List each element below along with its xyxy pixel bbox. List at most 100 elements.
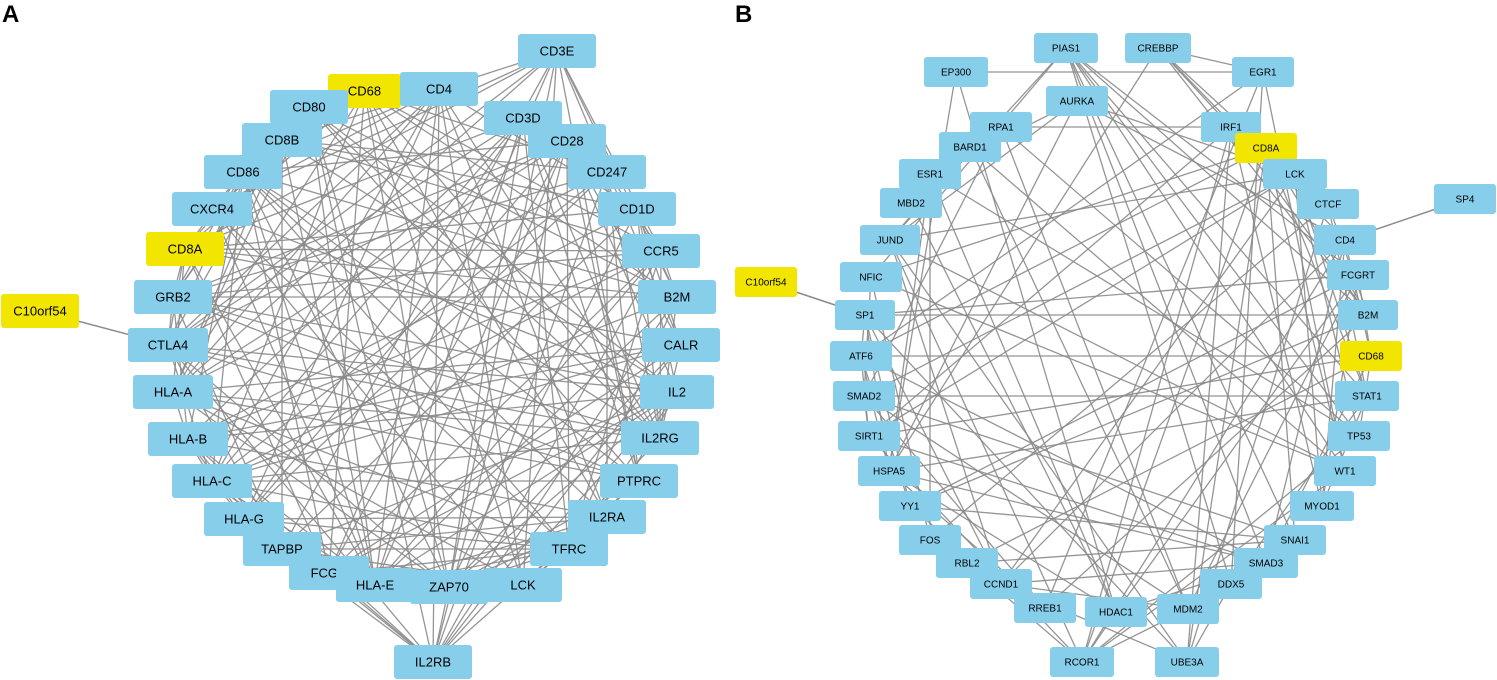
panel-b-edge [969,146,1346,472]
panel-b-node-nfic: NFIC [840,262,902,292]
node-box [924,57,988,87]
node-box [860,225,920,255]
panel-b-edge [888,395,1368,472]
node-label: C10orf54 [745,278,787,289]
panel-b-edge [1065,47,1296,541]
node-box [1157,594,1219,624]
panel-b-edge [1115,274,1359,613]
node-label: IL2 [668,385,686,400]
panel-b-node-yy1: YY1 [879,491,941,521]
panel-a-edge [242,171,376,586]
node-label: TAPBP [261,542,303,557]
panel-a-edge [167,50,558,346]
panel-a-edge [184,248,662,252]
panel-a-edge [172,171,608,298]
node-label: EP300 [941,68,971,79]
panel-a-edge [167,344,661,439]
node-label: CD3E [540,44,575,59]
node-label: CD80 [292,100,325,115]
node-box [970,569,1032,599]
panel-a-edge [211,250,662,482]
panel-b-edge [1065,47,1360,437]
node-label: CALR [664,338,699,353]
panel-b-node-tp53: TP53 [1328,421,1390,451]
panel-b-edge [868,173,1296,437]
panel-b-node-sp1: SP1 [835,300,895,330]
panel-b-edge [889,173,1296,241]
node-label: CD68 [1358,352,1384,363]
node-box [336,568,414,602]
panel-a-edge [184,117,524,250]
node-label: CD8A [168,242,203,257]
panel-a-node-hla-b: HLA-B [148,422,228,456]
panel-b-node-sp4: SP4 [1434,184,1496,214]
panel-b-node-aurka: AURKA [1046,86,1108,116]
node-box [939,132,1001,162]
node-box [899,525,961,555]
node-label: CD4 [426,82,452,97]
node-box [172,192,252,226]
node-label: NFIC [859,273,882,284]
panel-b-edge [1344,239,1372,357]
panel-a-edge [522,117,570,550]
node-box [1155,647,1219,677]
node-box [880,188,942,218]
panel-b-node-ddx5: DDX5 [1200,569,1262,599]
panel-a-edge [187,438,608,518]
panel-b-node-bard1: BARD1 [939,132,1001,162]
node-box [1338,300,1398,330]
node-box [204,502,284,536]
node-label: CREBBP [1137,44,1178,55]
panel-a-node-calr: CALR [642,328,720,362]
node-box [410,570,488,604]
node-box [833,381,895,411]
panel-a-edge [363,90,608,518]
panel-b-edge [966,355,1372,564]
node-label: B2M [1358,311,1379,322]
node-label: CD28 [550,134,583,149]
node-box [1014,593,1076,623]
node-box [1085,597,1147,627]
node-label: RPA1 [988,123,1014,134]
panel-b-edge [1065,47,1232,585]
panel-b-edge [1081,239,1346,663]
panel-b-node-ube3a: UBE3A [1155,647,1219,677]
panel-a-node-il2rg: IL2RG [621,421,699,455]
panel-b-node-rcor1: RCOR1 [1050,647,1114,677]
panel-b-edge [909,274,1359,507]
panel-b-node-hdac1: HDAC1 [1085,597,1147,627]
panel-b-node-crebbp: CREBBP [1125,33,1191,63]
panel-a-edge [172,391,524,586]
node-box [1050,647,1114,677]
node-label: CTLA4 [148,338,188,353]
panel-a-edge [281,391,678,550]
panel-b-edge [863,173,1296,397]
node-box [1232,57,1294,87]
node-box [133,375,213,409]
node-label: GRB2 [155,290,190,305]
node-label: RBL2 [954,559,979,570]
panel-b-edge [1044,314,1369,609]
panel-b-node-fos: FOS [899,525,961,555]
node-box [1314,456,1376,486]
node-label: IL2RB [415,655,451,670]
node-label: EGR1 [1249,68,1277,79]
panel-b-node-rreb1: RREB1 [1014,593,1076,623]
node-label: TP53 [1347,432,1371,443]
panel-a-edge [172,296,678,393]
panel-a-edge [374,88,440,586]
node-box [530,532,608,566]
node-label: ATF6 [849,352,873,363]
panel-b-node-mbd2: MBD2 [880,188,942,218]
node-box [830,341,892,371]
node-label: BARD1 [953,143,987,154]
panel-a-edge [242,140,568,173]
panel-a-node-ptprc: PTPRC [600,464,678,498]
panel-a-edge [184,208,638,250]
node-box [1264,525,1326,555]
panel-a-edge [432,344,682,663]
panel-a-node-hla-a: HLA-A [133,375,213,409]
panel-b-edge [1000,239,1346,585]
panel-a-node-cxcr4: CXCR4 [172,192,252,226]
